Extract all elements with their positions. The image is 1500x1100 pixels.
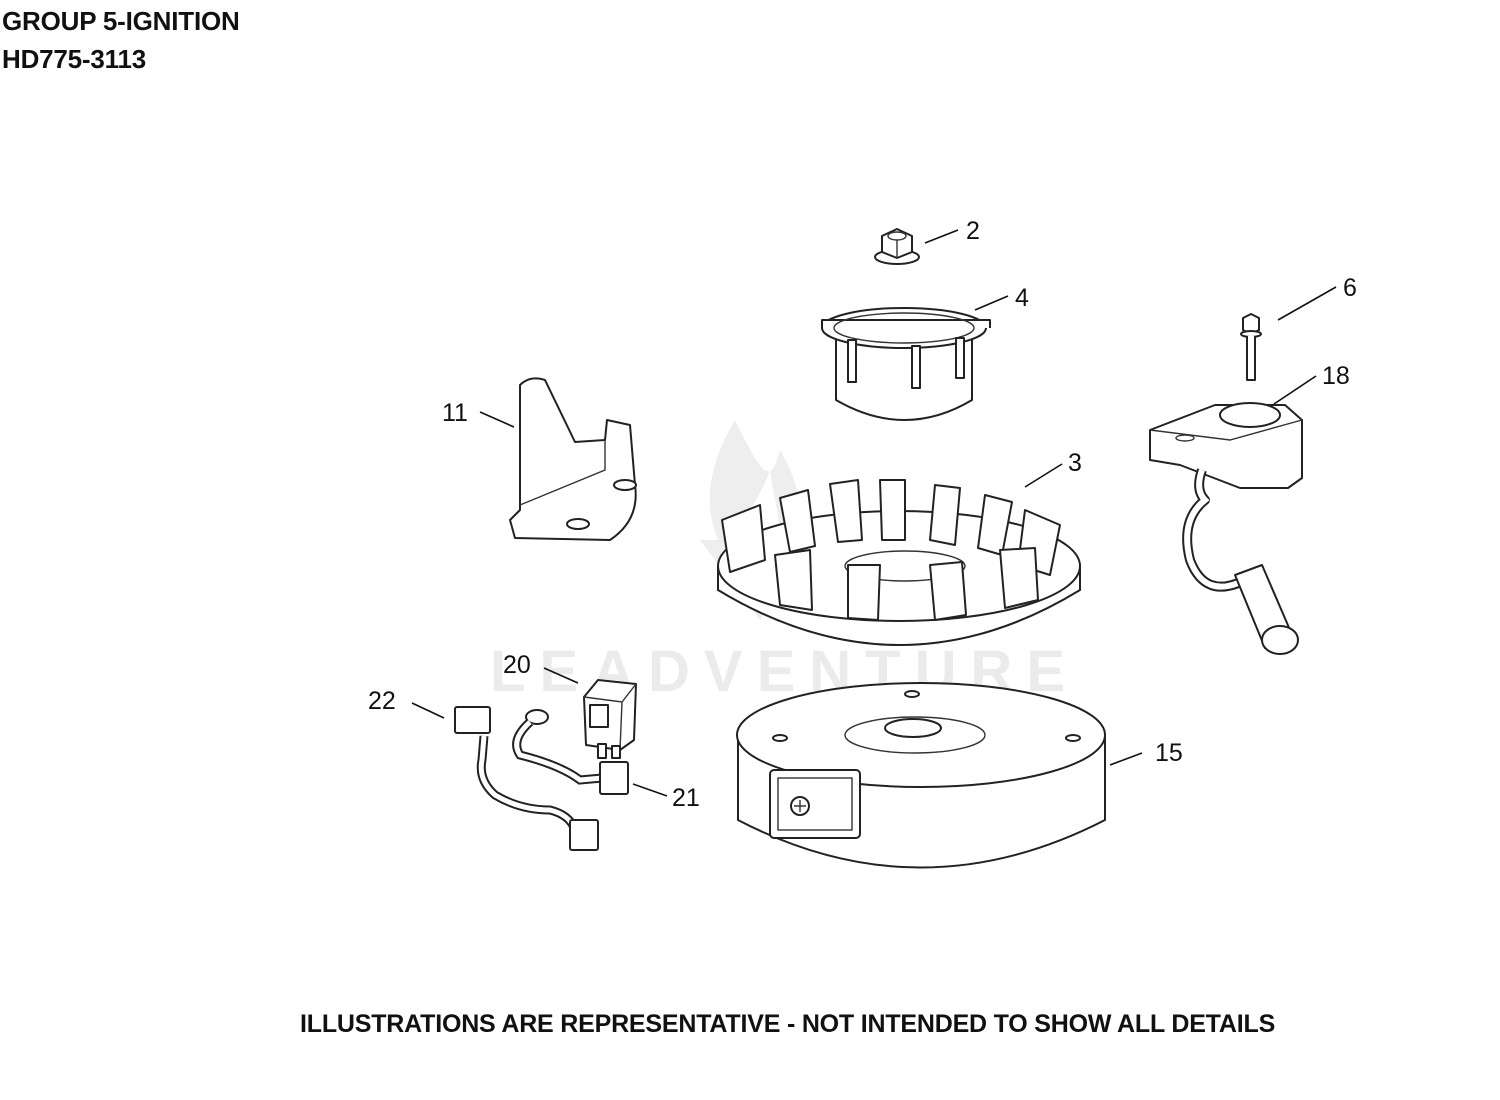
disclaimer-note: ILLUSTRATIONS ARE REPRESENTATIVE - NOT I… bbox=[300, 1010, 1276, 1038]
callout-22: 22 bbox=[368, 687, 396, 715]
leader-18 bbox=[1273, 375, 1317, 405]
callout-6: 6 bbox=[1343, 274, 1357, 302]
callout-2: 2 bbox=[966, 217, 980, 245]
callout-11: 11 bbox=[442, 399, 468, 427]
callout-20: 20 bbox=[503, 651, 531, 679]
leader-11 bbox=[479, 411, 515, 428]
leader-2 bbox=[924, 229, 959, 244]
callout-15: 15 bbox=[1155, 739, 1183, 767]
part-4-starter-cup bbox=[821, 307, 991, 421]
callout-21: 21 bbox=[672, 784, 700, 812]
leader-22 bbox=[411, 702, 445, 719]
part-2-flange-nut bbox=[874, 228, 920, 265]
leader-3 bbox=[1024, 463, 1063, 488]
leader-15 bbox=[1109, 752, 1143, 766]
leader-6 bbox=[1277, 286, 1337, 321]
part-15-starter-housing bbox=[736, 682, 1106, 869]
leader-4 bbox=[974, 295, 1009, 311]
part-3-flywheel bbox=[717, 479, 1081, 646]
part-22-wire-harness bbox=[454, 706, 599, 851]
callout-18: 18 bbox=[1322, 362, 1350, 390]
callout-4: 4 bbox=[1015, 284, 1029, 312]
callout-3: 3 bbox=[1068, 449, 1082, 477]
group-title: GROUP 5-IGNITION bbox=[2, 6, 240, 36]
part-11-bracket bbox=[509, 377, 637, 541]
part-20-switch bbox=[583, 679, 637, 759]
part-6-bolt bbox=[1240, 313, 1262, 381]
leader-21 bbox=[632, 783, 668, 797]
part-18-ignition-coil bbox=[1149, 402, 1303, 655]
part-21-ground-wire bbox=[512, 709, 629, 795]
model-number: HD775-3113 bbox=[2, 44, 146, 74]
leader-20 bbox=[543, 667, 579, 684]
